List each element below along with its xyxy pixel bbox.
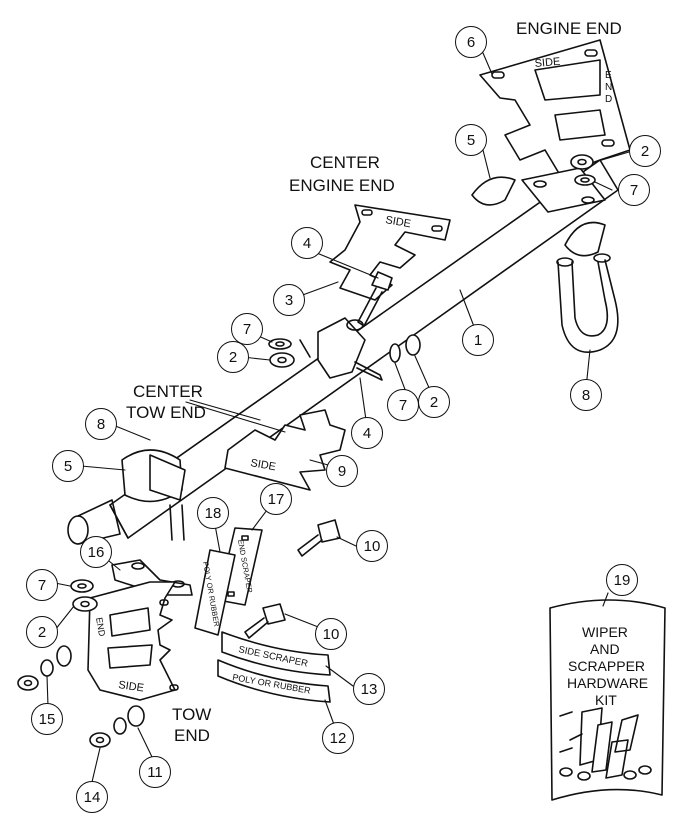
kit-label-line4: HARDWARE <box>567 675 649 691</box>
center-tow-side-text: SIDE <box>249 457 276 473</box>
center-left-nuts <box>268 338 295 368</box>
callout-19: 19 <box>606 564 638 596</box>
hardware-kit-bag <box>549 599 666 801</box>
callout-2-center-right: 2 <box>418 386 450 418</box>
callout-10-upper: 10 <box>356 530 388 562</box>
callout-12: 12 <box>322 722 354 754</box>
engine-end-n-letter: N <box>605 82 612 93</box>
callout-7-tow: 7 <box>26 569 58 601</box>
callout-9: 9 <box>326 455 358 487</box>
center-bolt-upper <box>357 271 393 327</box>
engine-end-wiper <box>479 39 631 176</box>
engine-end-d-letter: D <box>605 94 612 105</box>
callout-5-tow: 5 <box>52 450 84 482</box>
engine-end-e-letter: E <box>605 70 612 81</box>
hardware-14-11 <box>89 705 145 748</box>
callout-3: 3 <box>273 284 305 316</box>
center-engine-side-text: SIDE <box>384 214 411 230</box>
callout-7-center-left: 7 <box>231 313 263 345</box>
kit-label-line3: SCRAPPER <box>568 658 646 674</box>
callout-7-engine: 7 <box>618 174 650 206</box>
center-tow-end-wiper <box>224 409 346 491</box>
tow-end-end-text: END <box>94 617 107 638</box>
center-washer-nut <box>389 334 421 363</box>
callout-2-tow: 2 <box>26 616 58 648</box>
callout-8-tow: 8 <box>85 408 117 440</box>
center-tow-end-title-line1: CENTER <box>133 382 203 401</box>
kit-label-line2: AND <box>590 641 620 657</box>
kit-label-line5: KIT <box>595 692 617 708</box>
center-tow-end-title-line2: TOW END <box>126 403 206 422</box>
poly-rubber-strip <box>194 549 236 636</box>
engine-nuts <box>570 154 596 186</box>
callout-4-upper: 4 <box>291 227 323 259</box>
callout-11: 11 <box>139 756 171 788</box>
callout-8-engine: 8 <box>570 379 602 411</box>
callout-1: 1 <box>462 324 494 356</box>
tow-nuts <box>70 579 98 612</box>
tow-end-side-text: SIDE <box>118 679 145 694</box>
callout-17: 17 <box>260 483 292 515</box>
tow-end-wiper <box>87 581 179 701</box>
bolt-10-upper <box>297 519 341 557</box>
u-bolt <box>556 253 619 353</box>
center-engine-end-title-line1: CENTER <box>310 153 380 172</box>
center-clamp <box>317 317 383 381</box>
callout-6: 6 <box>455 26 487 58</box>
callout-15: 15 <box>31 703 63 735</box>
kit-label-line1: WIPER <box>582 624 628 640</box>
bolt-10-lower <box>244 603 286 639</box>
callout-2-engine: 2 <box>629 135 661 167</box>
callout-13: 13 <box>353 673 385 705</box>
engine-end-side-text: SIDE <box>534 56 561 70</box>
callout-14: 14 <box>76 781 108 813</box>
callout-16: 16 <box>80 536 112 568</box>
tow-end-title-line2: END <box>174 726 210 745</box>
poly-or-rubber-strip <box>217 659 331 703</box>
hardware-15 <box>17 645 72 691</box>
callout-7-center-right: 7 <box>387 389 419 421</box>
tow-end-title-line1: TOW <box>172 705 212 724</box>
engine-end-title: ENGINE END <box>516 19 622 38</box>
callout-4-lower: 4 <box>351 417 383 449</box>
callout-10-lower: 10 <box>315 618 347 650</box>
callout-2-center-left: 2 <box>217 341 249 373</box>
callout-18: 18 <box>197 497 229 529</box>
callout-5-engine: 5 <box>455 124 487 156</box>
center-engine-end-title-line2: ENGINE END <box>289 176 395 195</box>
side-scraper <box>221 631 331 676</box>
